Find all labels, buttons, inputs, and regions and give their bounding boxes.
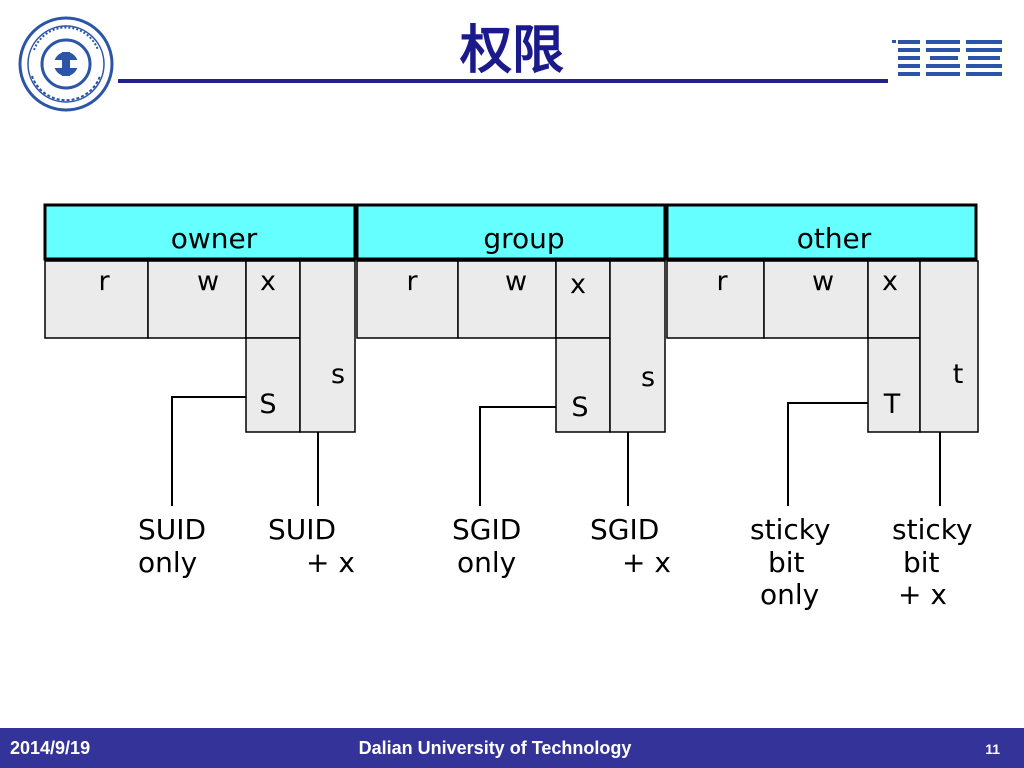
bit-cell-x xyxy=(555,260,611,339)
bit-cell-w xyxy=(457,260,557,339)
bit-cell-special-lower xyxy=(299,260,356,433)
note-line: sticky xyxy=(892,513,973,546)
note-line: SUID xyxy=(138,513,206,546)
page-title: 权限 xyxy=(459,21,564,81)
footer-date: 2014/9/19 xyxy=(10,738,91,758)
bit-cell-special-lower xyxy=(609,260,666,433)
header-box xyxy=(43,203,357,261)
bit-cell-special-upper xyxy=(867,337,921,433)
bit-x: x xyxy=(570,269,586,300)
bit-x: x xyxy=(260,266,276,297)
header-other: other xyxy=(665,203,978,261)
bit-special-lower: s xyxy=(641,362,655,393)
permission-bits-diagram: owner group other r w x s S r w x s S xyxy=(43,203,979,611)
note-line: SGID xyxy=(590,513,659,546)
connector-line xyxy=(171,396,246,506)
note-sticky-only: sticky bit only xyxy=(750,513,831,611)
header-label: group xyxy=(483,222,564,255)
bit-special-lower: s xyxy=(331,359,345,390)
bit-r: r xyxy=(716,266,728,297)
bits-other: r w x t T xyxy=(666,260,979,506)
bit-cell-x xyxy=(867,260,921,339)
university-seal-logo xyxy=(18,16,114,112)
bit-cell-r xyxy=(44,260,149,339)
note-line: SGID xyxy=(452,513,521,546)
bits-group: r w x s S xyxy=(356,260,666,506)
note-sticky-plus-x: sticky bit + x xyxy=(892,513,973,611)
note-line: only xyxy=(138,546,197,579)
bit-x: x xyxy=(882,266,898,297)
bit-cell-w xyxy=(763,260,869,339)
note-sgid-only: SGID only xyxy=(452,513,521,579)
footer-bar: 2014/9/19 Dalian University of Technolog… xyxy=(0,728,1024,768)
note-line: only xyxy=(760,578,819,611)
header-owner: owner xyxy=(43,203,357,261)
bit-special-upper: S xyxy=(259,389,276,420)
connector-line xyxy=(787,402,868,506)
note-line: bit xyxy=(768,546,805,579)
note-suid-plus-x: SUID + x xyxy=(268,513,355,579)
ibm-logo xyxy=(892,40,1002,76)
bit-w: w xyxy=(505,266,527,297)
bit-w: w xyxy=(197,266,219,297)
bit-w: w xyxy=(812,266,834,297)
bit-special-upper: T xyxy=(883,389,901,420)
note-suid-only: SUID only xyxy=(138,513,206,579)
bit-cell-special-lower xyxy=(919,260,979,433)
header-label: owner xyxy=(171,222,258,255)
bit-special-lower: t xyxy=(953,359,964,390)
bit-r: r xyxy=(406,266,418,297)
note-line: only xyxy=(457,546,516,579)
bit-cell-special-upper xyxy=(245,337,301,433)
note-line: + x xyxy=(898,578,947,611)
bit-cell-r xyxy=(356,260,459,339)
bit-special-upper: S xyxy=(571,392,588,423)
bit-r: r xyxy=(98,266,110,297)
note-line: + x xyxy=(622,546,671,579)
bit-cell-w xyxy=(147,260,247,339)
bits-owner: r w x s S xyxy=(44,260,356,506)
header-label: other xyxy=(797,222,872,255)
header-box xyxy=(355,203,667,261)
note-line: SUID xyxy=(268,513,336,546)
note-line: bit xyxy=(903,546,940,579)
footer-organization: Dalian University of Technology xyxy=(358,738,632,758)
bit-cell-special-upper xyxy=(555,337,611,433)
header-box xyxy=(665,203,978,261)
note-line: sticky xyxy=(750,513,831,546)
footer-page-number: 11 xyxy=(985,741,1000,757)
connector-line xyxy=(479,406,556,506)
title-underline xyxy=(118,79,888,83)
header-group: group xyxy=(355,203,667,261)
note-sgid-plus-x: SGID + x xyxy=(590,513,671,579)
bit-cell-r xyxy=(666,260,765,339)
note-line: + x xyxy=(306,546,355,579)
